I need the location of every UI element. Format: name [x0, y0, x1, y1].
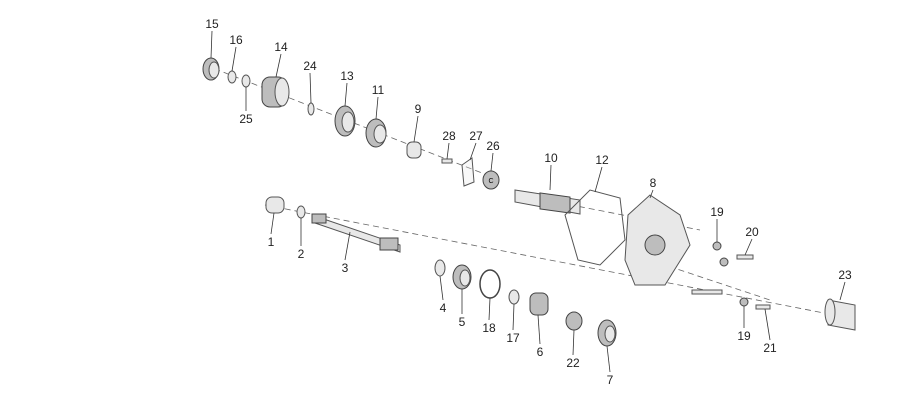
part-6-gear	[529, 292, 549, 316]
leader-line	[572, 329, 575, 356]
callout-25: 25	[239, 112, 253, 126]
part-26-mark: C	[488, 178, 493, 185]
callout-19: 19	[737, 329, 751, 343]
leader-line	[537, 314, 541, 345]
callout-20: 20	[745, 225, 759, 239]
callout-19: 19	[710, 205, 724, 219]
leader-line	[375, 96, 379, 120]
leader-line	[839, 281, 846, 301]
callout-24: 24	[303, 59, 317, 73]
callout-2: 2	[298, 247, 305, 261]
part-25-washer	[241, 74, 251, 88]
lower-axis-line	[264, 204, 851, 319]
bolt	[691, 289, 723, 295]
leader-line	[344, 231, 351, 261]
callout-17: 17	[506, 331, 520, 345]
part-9-bushing	[406, 141, 422, 159]
callout-4: 4	[440, 301, 447, 315]
callout-11: 11	[372, 83, 385, 97]
leader-line	[469, 142, 477, 161]
leader-line	[649, 189, 654, 199]
callout-27: 27	[469, 129, 483, 143]
callout-7: 7	[607, 373, 614, 387]
leader-line	[446, 142, 450, 160]
part-20-bolt	[736, 254, 754, 260]
leader-line	[344, 82, 348, 107]
leader-line	[744, 238, 753, 256]
callout-1: 1	[268, 235, 275, 249]
leader-line	[549, 164, 552, 191]
callout-13: 13	[340, 69, 354, 83]
part-27-plate	[461, 157, 475, 187]
leader-line	[764, 308, 771, 341]
part-4-clip	[434, 259, 446, 277]
leader-line	[231, 46, 237, 72]
callout-5: 5	[459, 315, 466, 329]
callout-15: 15	[205, 17, 219, 31]
callout-21: 21	[763, 341, 777, 355]
part-19-nut	[712, 241, 722, 251]
leader-line	[413, 115, 419, 143]
leader-line	[490, 152, 494, 172]
callout-9: 9	[415, 102, 422, 116]
part-2-ring	[296, 205, 306, 219]
leader-line	[439, 275, 444, 301]
part-21-bolt	[755, 304, 771, 310]
leader-line	[270, 212, 275, 235]
callout-18: 18	[482, 321, 496, 335]
part-24-clip	[307, 102, 315, 116]
part-28-pin	[441, 158, 453, 164]
part-12-gasket	[564, 189, 626, 266]
callout-6: 6	[537, 345, 544, 359]
leader-line	[594, 166, 603, 193]
part-17-ring	[508, 289, 520, 305]
callout-8: 8	[650, 176, 657, 190]
leader-line	[210, 30, 213, 59]
part-19-nut-lower	[739, 297, 749, 307]
callout-10: 10	[544, 151, 558, 165]
callout-22: 22	[566, 356, 580, 370]
part-18-circlip	[479, 269, 501, 299]
leader-line	[488, 297, 491, 321]
leader-line	[512, 303, 515, 331]
leader-line	[606, 345, 611, 373]
callout-14: 14	[274, 40, 288, 54]
parts-group: C	[202, 57, 856, 347]
callout-23: 23	[838, 268, 852, 282]
leader-line	[309, 72, 312, 104]
callout-12: 12	[595, 153, 609, 167]
part-1-needle-bearing	[265, 196, 285, 214]
part-16-ring	[227, 70, 237, 84]
callout-16: 16	[229, 33, 243, 47]
part-22-bearing	[565, 311, 583, 331]
callout-26: 26	[486, 139, 500, 153]
callout-28: 28	[442, 129, 456, 143]
callout-3: 3	[342, 261, 349, 275]
leader-line	[275, 53, 282, 78]
